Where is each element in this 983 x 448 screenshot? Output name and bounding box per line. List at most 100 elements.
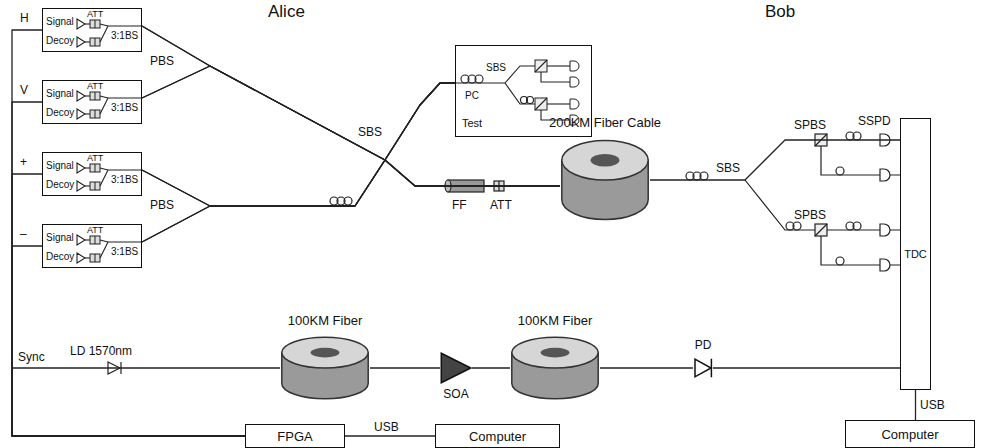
laser-symbol bbox=[77, 37, 85, 47]
detector-symbol bbox=[570, 99, 579, 109]
component-label: SBS bbox=[358, 126, 382, 138]
fiber-spool-outline bbox=[510, 333, 600, 403]
detector-symbol bbox=[570, 77, 579, 87]
attenuator-symbol bbox=[95, 254, 96, 262]
box-label: TDC bbox=[904, 249, 927, 260]
fiber-connector bbox=[142, 83, 455, 242]
component-label: 3:1BS bbox=[111, 31, 138, 41]
basis-label: V bbox=[20, 84, 28, 96]
source-internal bbox=[100, 98, 108, 114]
stroke bbox=[591, 154, 620, 167]
attenuator-symbol bbox=[95, 182, 96, 190]
source-internal bbox=[85, 41, 90, 42]
component-label: 3:1BS bbox=[111, 247, 138, 257]
component-label: ATT bbox=[87, 226, 103, 235]
component-label: SPBS bbox=[794, 119, 826, 131]
component-label: SPBS bbox=[794, 209, 826, 221]
component-label: SBS bbox=[486, 63, 506, 73]
source-internal bbox=[100, 26, 108, 42]
basis-label: H bbox=[20, 12, 29, 24]
fiber-connector bbox=[142, 83, 455, 206]
box-label: Computer bbox=[881, 428, 938, 441]
stroke bbox=[282, 337, 368, 368]
test-internal bbox=[535, 98, 547, 110]
fiber-connector bbox=[12, 30, 245, 436]
interface-label: USB bbox=[374, 421, 399, 433]
test-internal bbox=[527, 97, 534, 104]
component-label: FF bbox=[452, 199, 467, 211]
component-label: PD bbox=[695, 339, 712, 351]
laser-symbol bbox=[77, 253, 85, 263]
component-label: ATT bbox=[87, 10, 103, 19]
component-label: 3:1BS bbox=[111, 103, 138, 113]
stroke bbox=[512, 337, 598, 368]
source-internal bbox=[85, 239, 90, 240]
component-label: ATT bbox=[490, 199, 512, 211]
amplifier-triangle-outline bbox=[440, 352, 472, 384]
fiber-connector bbox=[142, 66, 560, 186]
stroke bbox=[711, 359, 713, 377]
device-box: Computer bbox=[435, 424, 560, 448]
component-label: 100KM Fiber bbox=[288, 314, 362, 327]
stroke bbox=[541, 348, 570, 358]
attenuator-symbol bbox=[90, 254, 100, 262]
attenuator-symbol bbox=[95, 236, 96, 244]
test-internal bbox=[475, 75, 483, 83]
box-label: FPGA bbox=[277, 430, 312, 443]
stroke bbox=[311, 348, 340, 358]
fiber-connector bbox=[472, 367, 510, 368]
fiber-connector bbox=[915, 390, 916, 420]
source-internal bbox=[100, 242, 108, 258]
laser-symbol bbox=[77, 91, 85, 101]
component-label: 3:1BS bbox=[111, 175, 138, 185]
fiber-connector bbox=[600, 367, 693, 368]
fiber-connector bbox=[345, 435, 435, 436]
attenuator-symbol bbox=[90, 164, 100, 172]
laser-symbol bbox=[77, 163, 85, 173]
device-box: FPGA bbox=[245, 424, 345, 448]
pbs-cube bbox=[535, 98, 547, 110]
signal-name: Sync bbox=[18, 351, 45, 363]
laser-symbol bbox=[77, 181, 85, 191]
component-label: Signal bbox=[46, 233, 74, 243]
stroke bbox=[441, 353, 470, 382]
source-internal bbox=[85, 167, 90, 168]
source-module: SignalDecoyATT3:1BS bbox=[42, 8, 142, 52]
attenuator-symbol bbox=[90, 236, 100, 244]
fiber-connector bbox=[713, 367, 900, 368]
laser-symbol bbox=[77, 235, 85, 245]
component-label: SOA bbox=[443, 388, 468, 400]
component-label: Test bbox=[462, 118, 482, 129]
device-box: Computer bbox=[845, 420, 975, 448]
source-internal bbox=[100, 168, 142, 170]
pbs-cube bbox=[535, 60, 547, 72]
attenuator-symbol bbox=[90, 92, 100, 100]
component-label: Decoy bbox=[46, 180, 74, 190]
component-label: Decoy bbox=[46, 108, 74, 118]
fiber-spool-outline bbox=[280, 333, 370, 403]
fiber-spool-outline bbox=[560, 135, 650, 225]
component-label: ATT bbox=[87, 154, 103, 163]
component-label: SBS bbox=[716, 162, 740, 174]
component-label: Signal bbox=[46, 89, 74, 99]
source-internal bbox=[85, 95, 90, 96]
component-label: PC bbox=[465, 91, 479, 101]
source-internal bbox=[85, 257, 90, 258]
fiber-connector bbox=[142, 160, 560, 242]
laser-symbol bbox=[77, 109, 85, 119]
fiber-connector bbox=[142, 26, 455, 160]
stroke bbox=[695, 359, 711, 377]
fiber-connector bbox=[370, 367, 440, 368]
fiber-connector bbox=[650, 140, 900, 180]
detector-symbol bbox=[570, 61, 579, 71]
test-internal bbox=[541, 72, 570, 82]
source-module: SignalDecoyATT3:1BS bbox=[42, 152, 142, 196]
party-name: Alice bbox=[268, 3, 305, 20]
fiber-connector bbox=[142, 26, 560, 186]
source-internal bbox=[100, 96, 142, 98]
component-label: SSPD bbox=[858, 115, 891, 127]
interface-label: USB bbox=[920, 399, 945, 411]
source-module: SignalDecoyATT3:1BS bbox=[42, 80, 142, 124]
attenuator-symbol bbox=[90, 182, 100, 190]
laser-symbol bbox=[77, 19, 85, 29]
